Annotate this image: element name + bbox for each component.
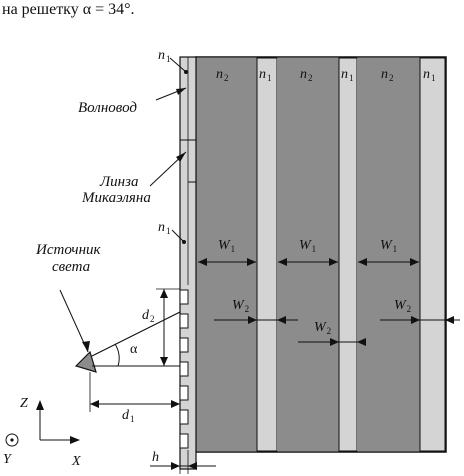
w1-label-3: W1 [380, 238, 398, 254]
n1-strip1-label: n1 [259, 67, 272, 83]
light-ray [91, 311, 181, 357]
h-label: h [152, 450, 159, 465]
n1-lens-label: n1 [158, 220, 171, 236]
z-axis-label: Z [20, 396, 28, 411]
x-axis-label: X [72, 454, 81, 469]
n2-strip2-label: n2 [300, 67, 313, 83]
label-lens-line1: Линза [100, 174, 139, 190]
light-source-shape [74, 350, 97, 373]
n2-strip1-label: n2 [216, 67, 229, 83]
alpha-label: α [130, 342, 138, 357]
label-source-line2: света [52, 259, 91, 275]
y-axis-dot [10, 438, 14, 442]
w2-label-2: W2 [314, 320, 332, 336]
waveguide-arrowhead [176, 88, 186, 95]
x-arrowhead [70, 436, 80, 444]
strip-n1-1 [256, 57, 278, 452]
strip-n2-3 [357, 58, 420, 451]
n1-strip2-label: n1 [341, 67, 354, 83]
d1-label: d1 [122, 408, 135, 424]
source-arrowhead [82, 341, 90, 352]
grating-teeth [179, 289, 189, 449]
axes [39, 404, 76, 441]
leader-dots [182, 70, 188, 244]
label-waveguide: Волновод [78, 100, 137, 116]
d2-label: d2 [142, 308, 155, 324]
label-lens-line2: Микаэляна [82, 190, 151, 206]
angle-arc [114, 343, 120, 367]
n1-strip3-label: n1 [423, 67, 436, 83]
n2-strip3-label: n2 [381, 67, 394, 83]
y-axis-label: Y [3, 452, 11, 467]
header-text: на решетку α = 34°. [2, 1, 135, 18]
lens-arrowhead [176, 152, 186, 162]
n1-waveguide-label: n1 [158, 48, 171, 64]
w1-label-1: W1 [218, 238, 236, 254]
w1-label-2: W1 [299, 238, 317, 254]
z-arrowhead [36, 400, 44, 410]
strip-n1-2 [338, 57, 358, 452]
strip-n2-2 [277, 58, 339, 451]
y-axis-circle [5, 433, 19, 447]
w2-label-1: W2 [232, 298, 250, 314]
w2-label-3: W2 [394, 298, 412, 314]
label-source-line1: Источник [36, 242, 101, 258]
strip-n1-3 [419, 57, 446, 452]
strip-n2-1 [197, 58, 257, 451]
